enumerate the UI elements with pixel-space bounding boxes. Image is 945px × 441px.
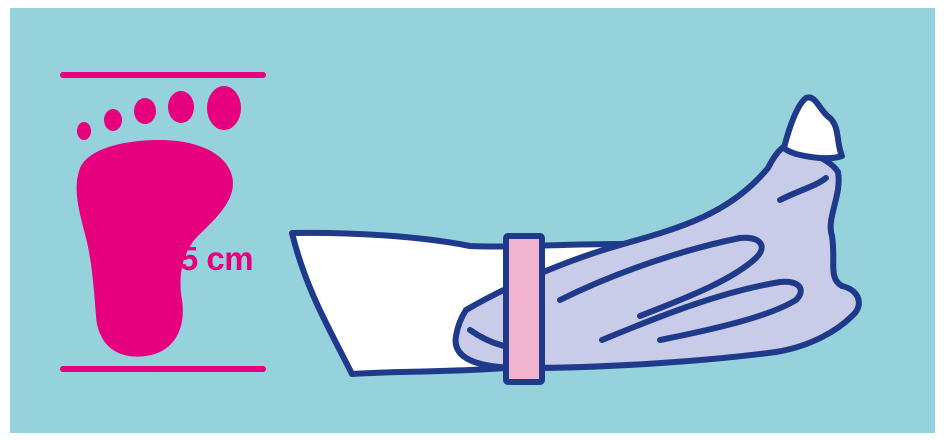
leg-splint-illustration xyxy=(292,97,859,382)
toe-third xyxy=(134,98,156,124)
toe-big xyxy=(207,86,241,130)
toe-fifth xyxy=(77,122,91,140)
toe-second xyxy=(168,91,194,123)
splint-strap xyxy=(506,236,542,382)
foot-length-label: 15 cm xyxy=(162,242,253,275)
footprint-icon xyxy=(77,86,241,357)
toe-fourth xyxy=(104,109,122,131)
toe-cap xyxy=(784,97,842,158)
measure-top-line xyxy=(60,72,266,78)
measure-bottom-line xyxy=(60,366,266,372)
